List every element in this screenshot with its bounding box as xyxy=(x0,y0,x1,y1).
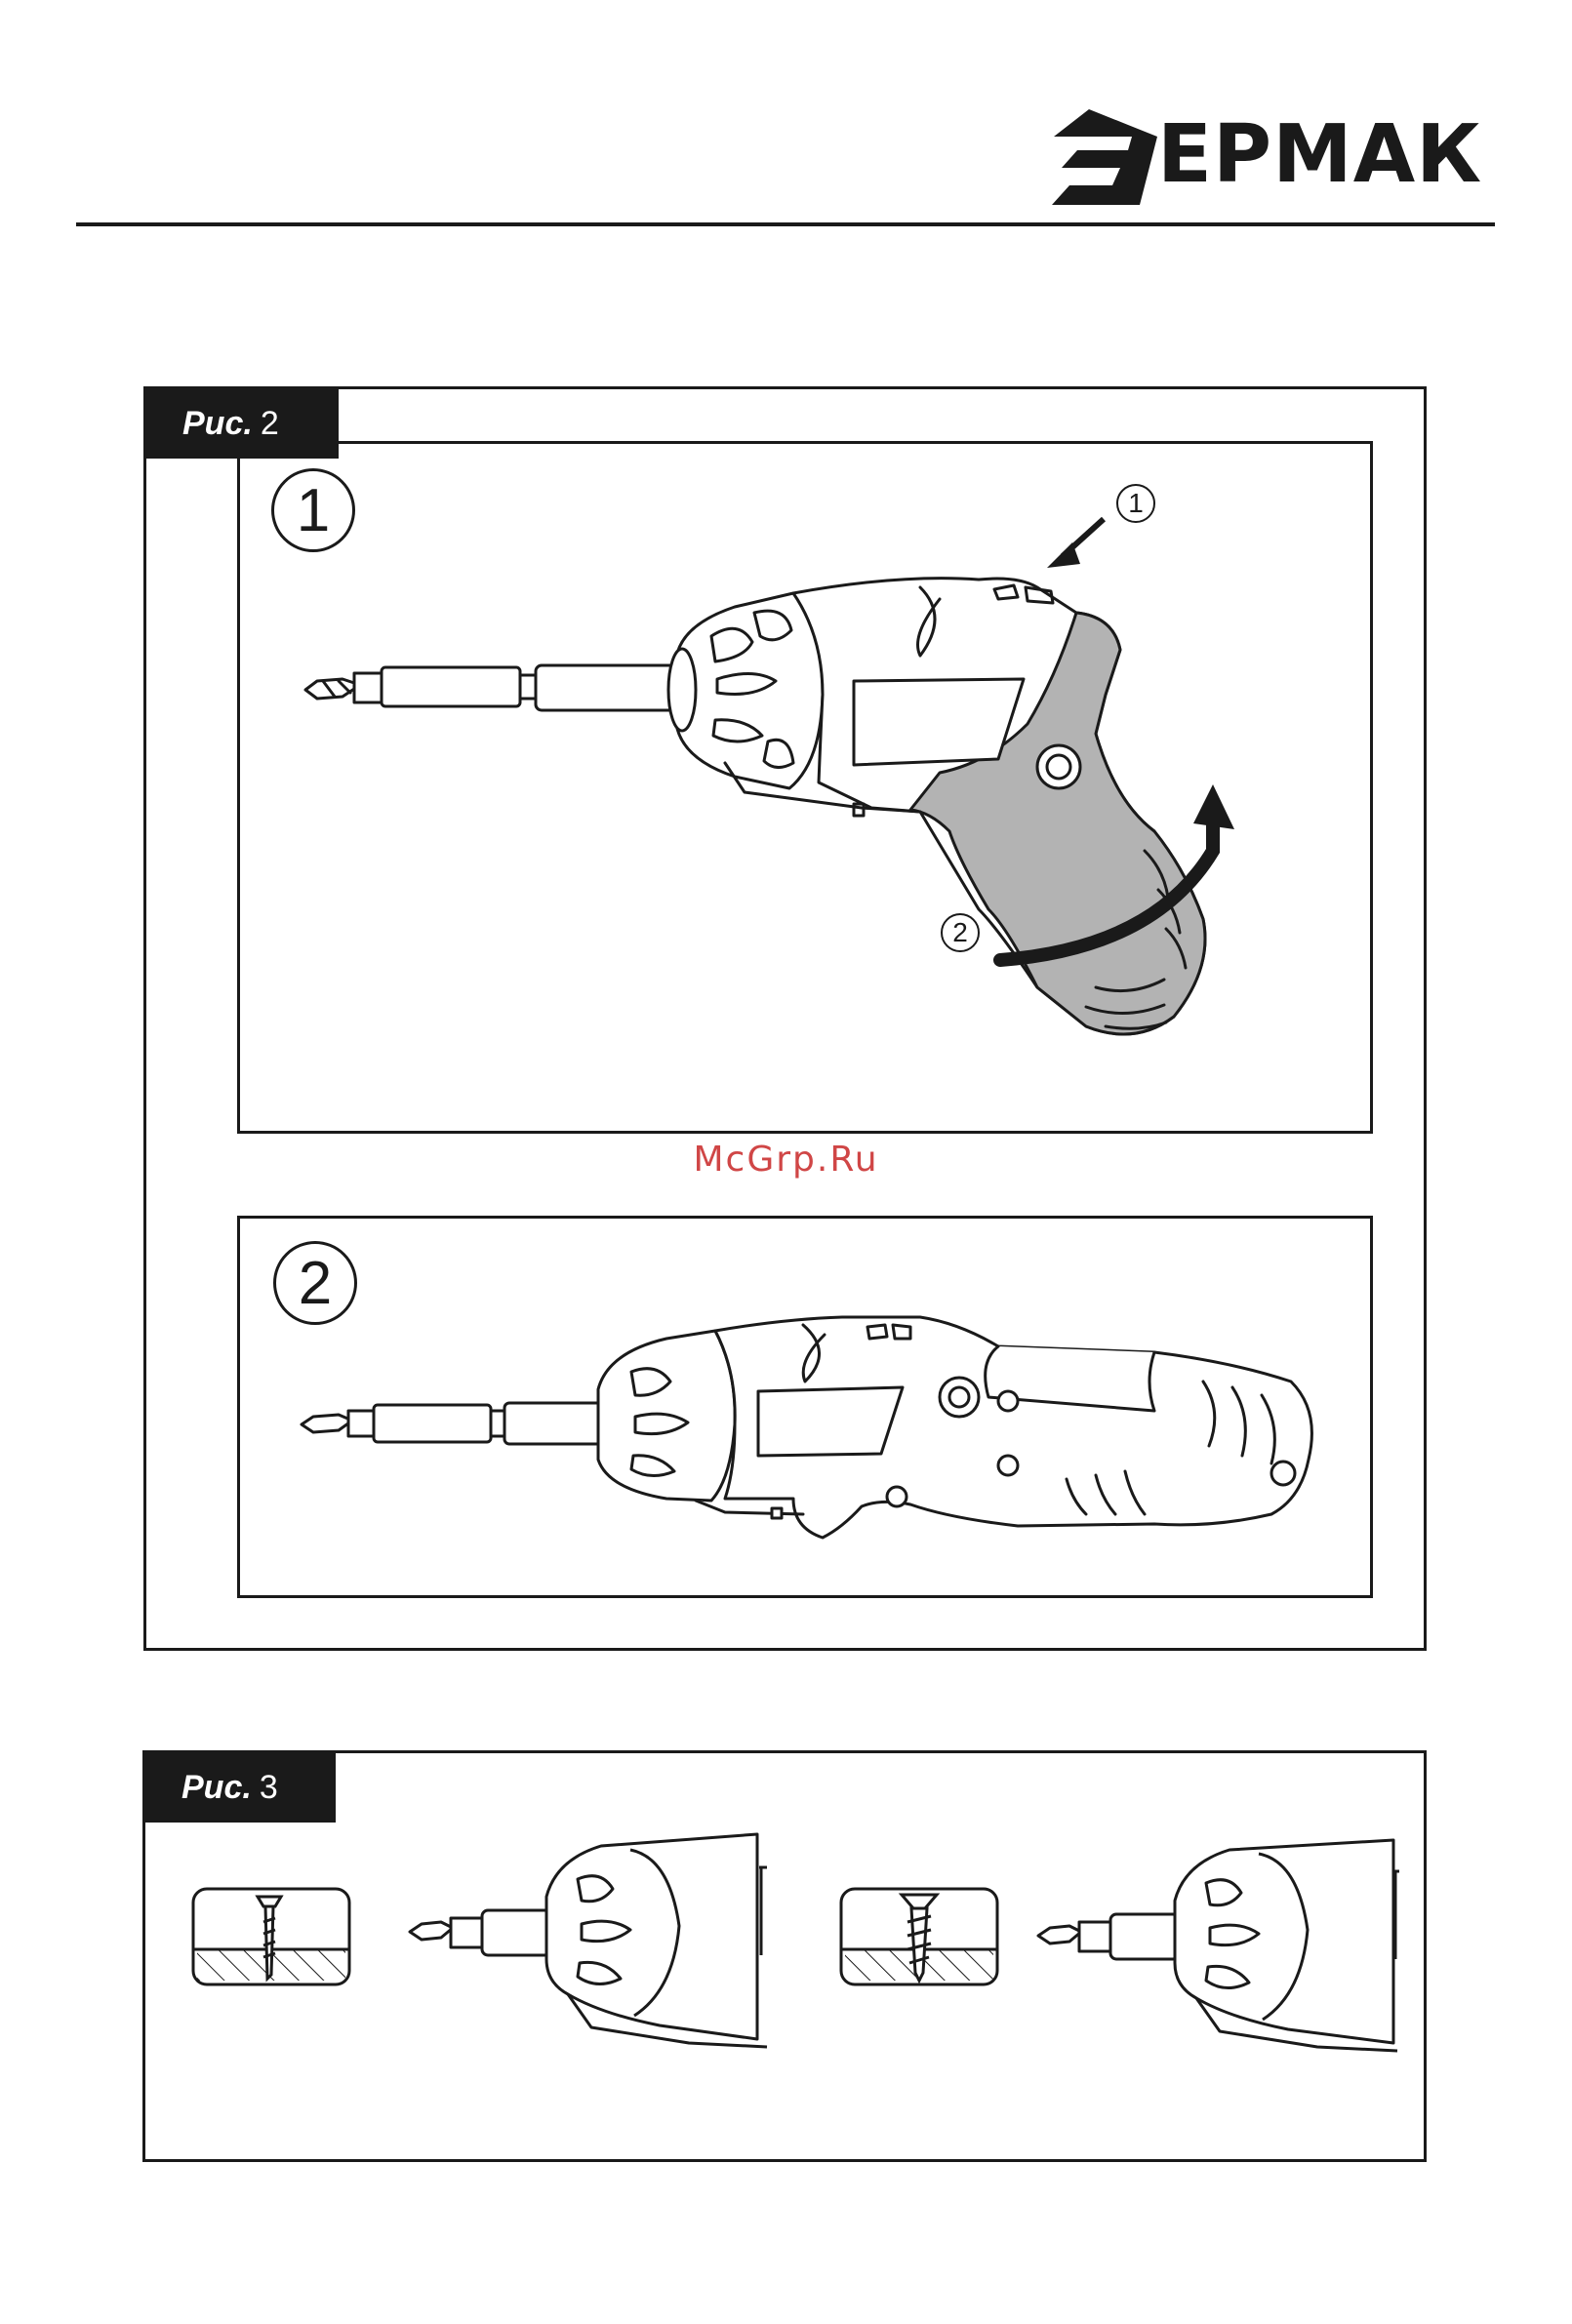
figure-2-abbr: Рис. xyxy=(182,407,253,440)
figure-2-number: 2 xyxy=(261,407,279,440)
screwdriver-fold-illustration xyxy=(237,441,1373,1134)
logo-emblem-icon xyxy=(1042,107,1159,205)
brand-logo: ЕРМАК xyxy=(1042,107,1501,205)
header-divider xyxy=(76,222,1495,226)
callout-rotate-badge: 2 xyxy=(941,913,980,952)
callout-press-number: 1 xyxy=(1128,488,1144,519)
watermark-text: McGrp.Ru xyxy=(0,1140,1572,1180)
callout-press-badge: 1 xyxy=(1116,484,1155,523)
brand-name: ЕРМАК xyxy=(1157,115,1482,195)
callout-rotate-number: 2 xyxy=(952,917,968,948)
screw-type-illustrations xyxy=(142,1750,1427,2162)
screwdriver-straight-illustration xyxy=(237,1216,1373,1598)
